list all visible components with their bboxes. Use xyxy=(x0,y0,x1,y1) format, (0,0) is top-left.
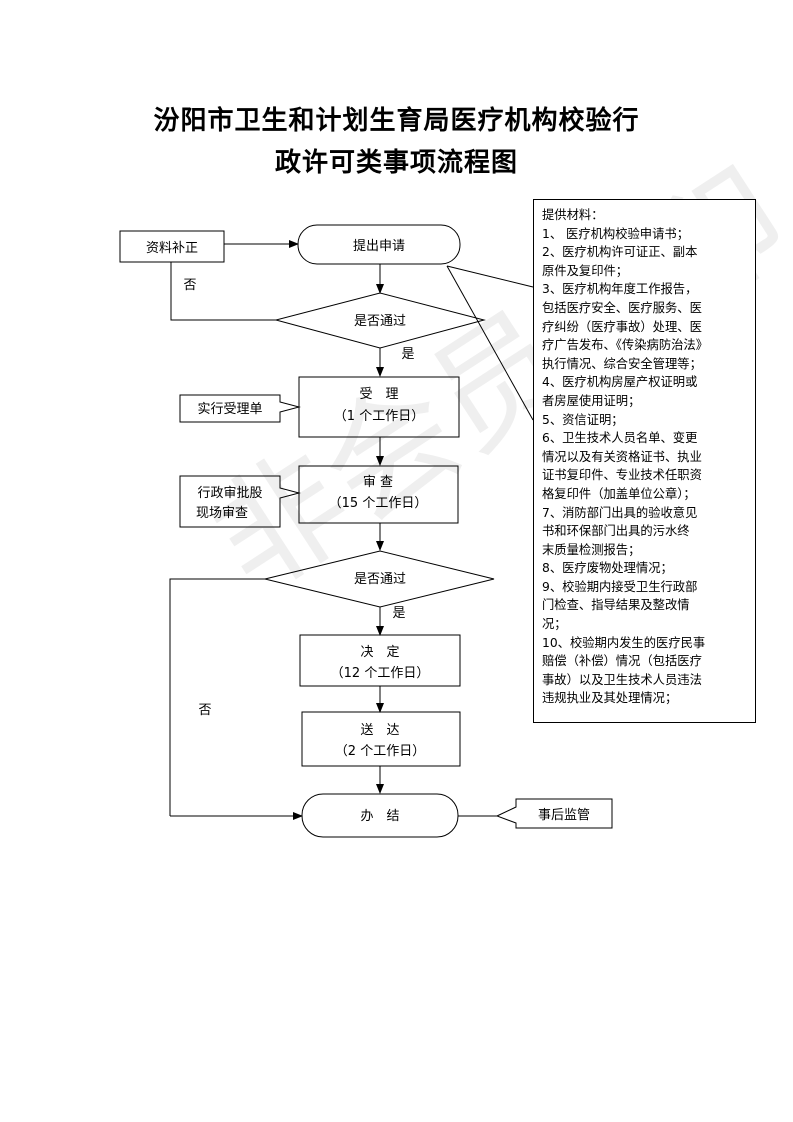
accept-title: 受 理 xyxy=(359,387,398,402)
materials-header: 提供材料： xyxy=(542,208,604,222)
deliver-title: 送 达 xyxy=(360,723,399,738)
materials-line: 2、医疗机构许可证正、副本 xyxy=(542,245,698,260)
finish-terminal xyxy=(301,793,459,838)
check1-yes-label: 是 xyxy=(401,347,414,362)
materials-line: 证书复印件、专业技术任职资 xyxy=(542,468,702,483)
supplement-label: 资料补正 xyxy=(146,241,198,256)
line-check1-no xyxy=(170,262,276,321)
line-submit-to-materials xyxy=(446,265,534,288)
decide-title: 决 定 xyxy=(360,645,399,660)
materials-line: 包括医疗安全、医疗服务、医 xyxy=(542,300,702,315)
check1-diamond xyxy=(274,292,486,349)
decide-box xyxy=(299,634,461,687)
materials-line: 事故）以及卫生技术人员违法 xyxy=(542,672,702,687)
materials-line: 者房屋使用证明； xyxy=(542,393,641,408)
materials-line: 情况以及有关资格证书、执业 xyxy=(542,449,702,464)
materials-box: 提供材料： 1、 医疗机构校验申请书； 2、医疗机构许可证正、副本 原件及复印件… xyxy=(533,199,756,723)
decide-time: （12 个工作日） xyxy=(331,666,430,681)
deliver-time: （2 个工作日） xyxy=(335,744,425,759)
check1-label: 是否通过 xyxy=(354,314,406,329)
materials-line: 9、校验期内接受卫生行政部 xyxy=(542,579,698,594)
accept-note-callout xyxy=(179,394,301,423)
review-box xyxy=(298,465,459,524)
accept-box xyxy=(298,376,460,438)
review-note-callout xyxy=(179,475,301,528)
materials-line: 书和环保部门出具的污水终 xyxy=(542,524,690,539)
materials-line: 末质量检测报告； xyxy=(542,542,641,557)
line-check2-no xyxy=(169,578,265,816)
review-note-line-2: 现场审查 xyxy=(196,506,248,521)
accept-note-label: 实行受理单 xyxy=(197,402,262,417)
review-time: （15 个工作日） xyxy=(329,496,428,511)
submit-label: 提出申请 xyxy=(353,238,405,254)
materials-line: 4、医疗机构房屋产权证明或 xyxy=(542,375,698,390)
check2-no-label: 否 xyxy=(198,703,211,718)
post-label: 事后监管 xyxy=(538,808,590,823)
line-submit-to-materials-2 xyxy=(446,265,534,421)
materials-line: 6、卫生技术人员名单、变更 xyxy=(542,431,698,446)
finish-label: 办 结 xyxy=(360,809,399,824)
title-line-1: 汾阳市卫生和计划生育局医疗机构校验行 xyxy=(153,106,640,136)
materials-line: 违规执业及其处理情况； xyxy=(542,691,678,706)
deliver-box xyxy=(301,711,461,767)
materials-line: 10、校验期内发生的医疗民事 xyxy=(542,635,706,650)
post-callout xyxy=(495,798,613,829)
materials-line: 赔偿（补偿）情况（包括医疗 xyxy=(542,654,702,669)
materials-line: 门检查、指导结果及整改情 xyxy=(542,598,690,613)
materials-line: 疗广告发布、《传染病防治法》 xyxy=(542,338,709,353)
check2-yes-label: 是 xyxy=(392,606,405,621)
materials-line: 5、资信证明； xyxy=(542,412,624,427)
title-line-2: 政许可类事项流程图 xyxy=(274,148,518,178)
submit-terminal xyxy=(297,224,461,265)
supplement-box xyxy=(119,230,225,263)
materials-line: 7、消防部门出具的验收意见 xyxy=(542,505,698,520)
materials-line: 原件及复印件； xyxy=(542,263,629,278)
review-note-line-1: 行政审批股 xyxy=(197,486,262,501)
materials-line: 3、医疗机构年度工作报告， xyxy=(542,282,698,297)
materials-line: 格复印件（加盖单位公章）； xyxy=(542,486,696,501)
materials-line: 8、医疗废物处理情况； xyxy=(542,561,673,576)
review-title: 审 查 xyxy=(363,475,393,490)
materials-line: 疗纠纷（医疗事故）处理、医 xyxy=(542,319,702,334)
check2-diamond xyxy=(264,550,495,608)
materials-line: 执行情况、综合安全管理等； xyxy=(542,356,702,371)
check2-label: 是否通过 xyxy=(354,572,406,587)
accept-time: （1 个工作日） xyxy=(334,409,424,424)
materials-line: 1、 医疗机构校验申请书； xyxy=(542,226,689,241)
materials-line: 况； xyxy=(542,617,567,632)
check1-no-label: 否 xyxy=(183,278,196,293)
